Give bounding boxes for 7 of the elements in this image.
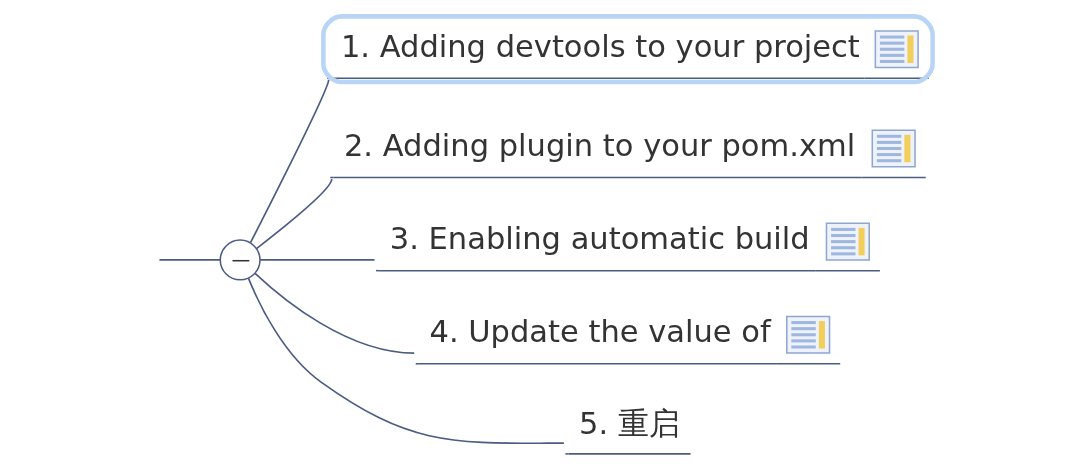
node-circle bbox=[219, 239, 261, 281]
connector bbox=[247, 277, 565, 445]
connector bbox=[258, 259, 375, 261]
connector bbox=[158, 259, 221, 261]
node-text: 5. 重启 bbox=[578, 406, 680, 442]
connector bbox=[253, 272, 415, 354]
node-box: 1. Adding devtools to your project bbox=[320, 14, 935, 85]
